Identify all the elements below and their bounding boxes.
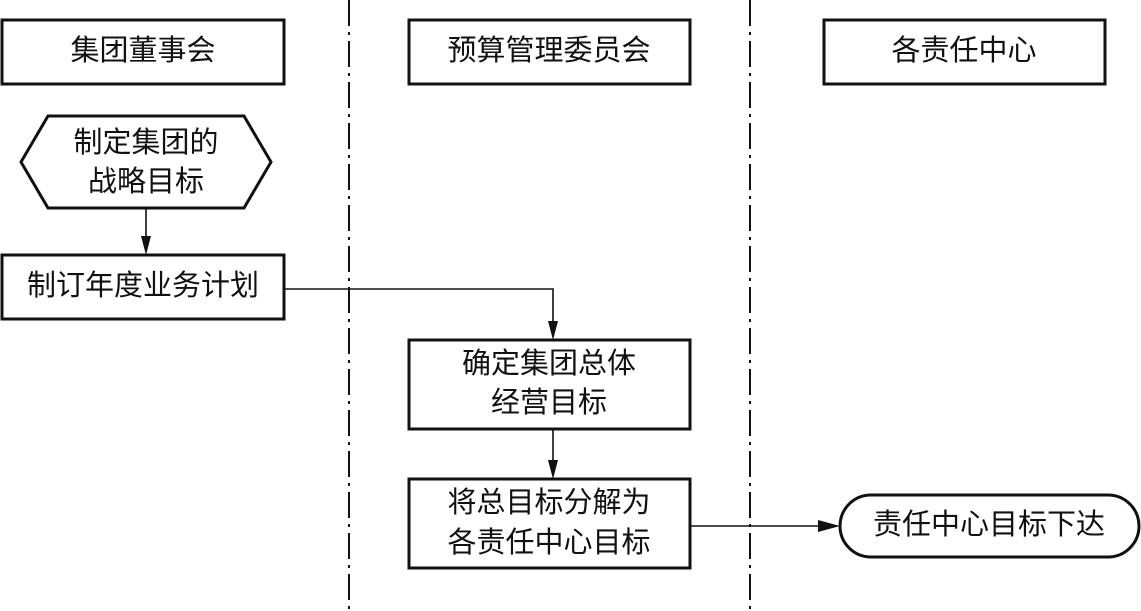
edge-plan-to-overall [284,288,558,340]
lane-header-responsibility-centers: 各责任中心 [822,18,1107,86]
node-strategic-goal: 制定集团的 战略目标 [19,114,273,210]
node-decompose-goal-line-2: 各责任中心目标 [447,525,650,559]
edge-overall-to-decompose [548,429,558,479]
node-overall-goal-line-1: 确定集团总体 [462,346,636,380]
lane-header-budget-committee: 预算管理委员会 [407,18,692,86]
node-annual-plan-label: 制订年度业务计划 [27,268,259,302]
node-decompose-goal-line-1: 将总目标分解为 [447,485,650,519]
node-overall-goal-line-2: 经营目标 [491,385,607,419]
lane-header-budget-committee-label: 预算管理委员会 [447,33,650,67]
node-issue-goal: 责任中心目标下达 [838,493,1141,559]
node-overall-goal: 确定集团总体 经营目标 [407,338,692,431]
lane-header-board: 集团董事会 [0,18,286,86]
edge-strategic-to-plan [141,208,151,255]
node-decompose-goal: 将总目标分解为 各责任中心目标 [407,477,692,570]
edge-decompose-to-issue [690,520,840,532]
node-strategic-goal-line-1: 制定集团的 [73,125,218,159]
node-issue-goal-label: 责任中心目标下达 [873,507,1105,541]
lane-header-board-label: 集团董事会 [70,33,215,67]
node-annual-plan: 制订年度业务计划 [0,253,286,321]
lane-header-responsibility-centers-label: 各责任中心 [891,33,1036,67]
node-strategic-goal-line-2: 战略目标 [88,164,204,198]
